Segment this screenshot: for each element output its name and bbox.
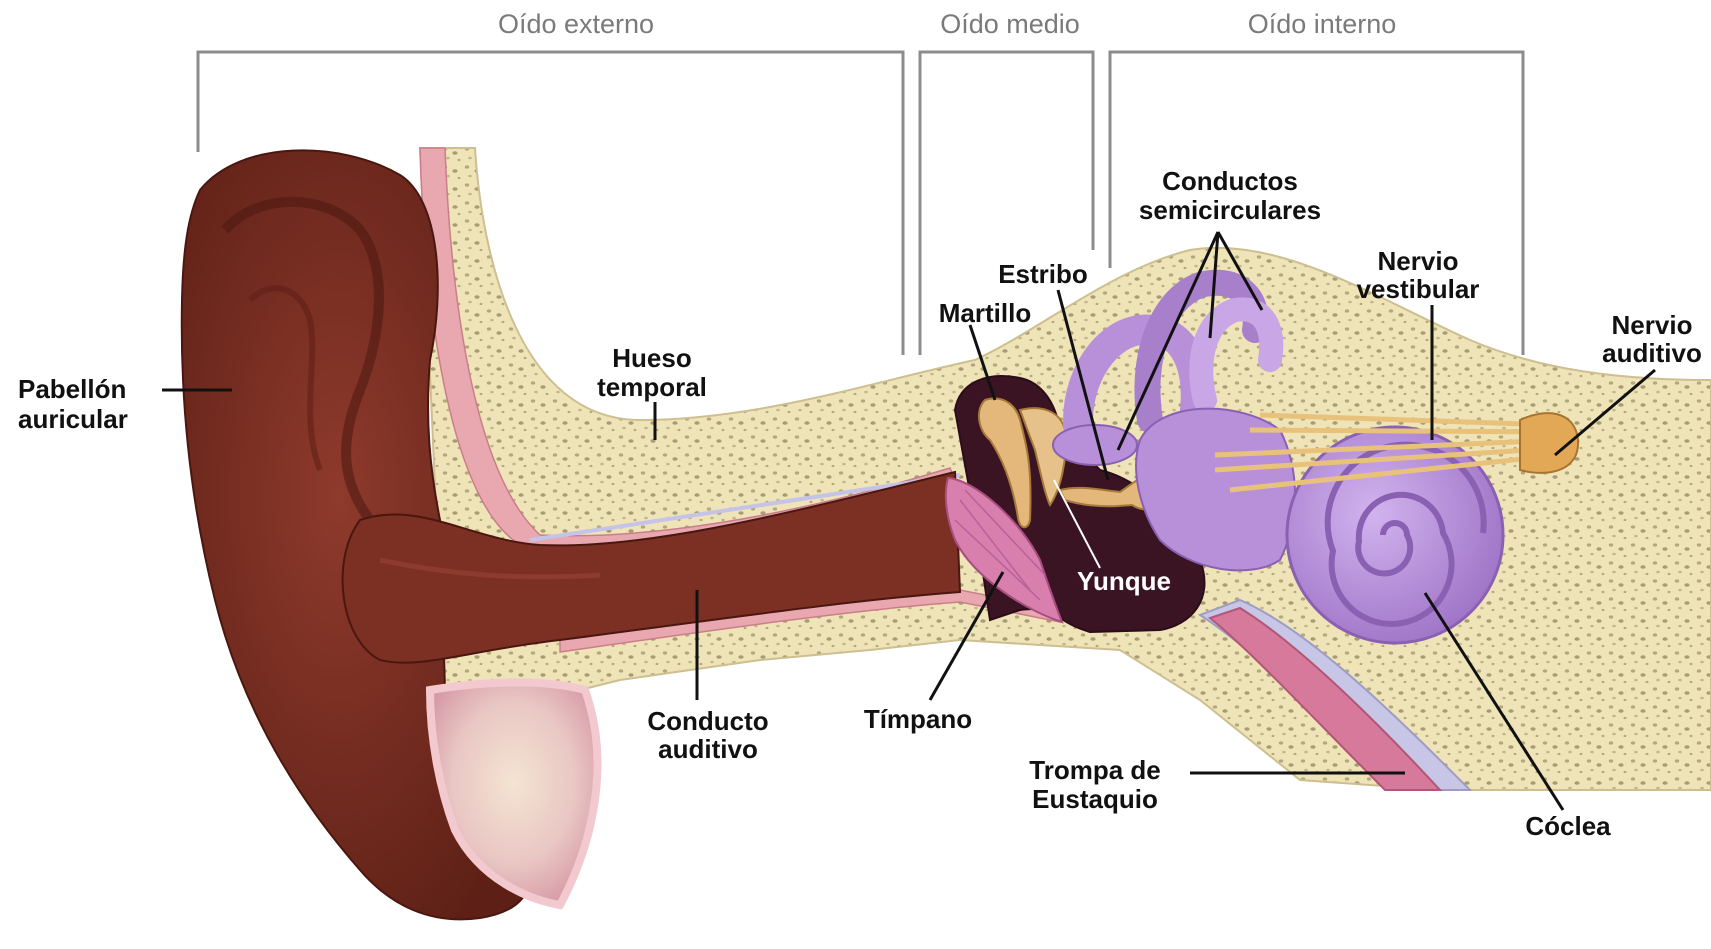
pinna-label-line1: Pabellón: [18, 374, 126, 404]
vestibular-nerve-label-line2: vestibular: [1357, 274, 1480, 304]
vestibular-nerve-label-line1: Nervio: [1378, 246, 1459, 276]
inner-ear-title: Oído interno: [1248, 9, 1397, 39]
temporal-bone-label-line1: Hueso: [612, 343, 691, 373]
label-temporal-bone: Hueso temporal: [597, 343, 707, 402]
label-pinna: Pabellón auricular: [18, 374, 128, 434]
label-auditory-nerve: Nervio auditivo: [1602, 310, 1702, 368]
cochlea-label: Cóclea: [1525, 811, 1611, 841]
ear-canal-label-line2: auditivo: [658, 734, 758, 764]
label-eustachian-tube: Trompa de Eustaquio: [1029, 755, 1160, 814]
pinna-label-line2: auricular: [18, 404, 128, 434]
auditory-nerve-label-line1: Nervio: [1612, 310, 1693, 340]
eardrum-label: Tímpano: [864, 704, 972, 734]
label-vestibular-nerve: Nervio vestibular: [1357, 246, 1480, 304]
semicircular-label-line2: semicirculares: [1139, 195, 1321, 225]
stapes-label: Estribo: [998, 259, 1088, 289]
temporal-bone-label-line2: temporal: [597, 372, 707, 402]
label-semicircular-canals: Conductos semicirculares: [1139, 166, 1321, 225]
outer-ear-title: Oído externo: [498, 9, 654, 39]
malleus-label: Martillo: [939, 298, 1031, 328]
middle-ear-title: Oído medio: [940, 9, 1080, 39]
incus-label: Yunque: [1077, 566, 1171, 596]
semicircular-label-line1: Conductos: [1162, 166, 1298, 196]
eustachian-label-line1: Trompa de: [1029, 755, 1160, 785]
ear-canal-label-line1: Conducto: [647, 706, 768, 736]
eustachian-label-line2: Eustaquio: [1032, 784, 1158, 814]
auditory-nerve-label-line2: auditivo: [1602, 338, 1702, 368]
label-ear-canal: Conducto auditivo: [647, 706, 768, 764]
